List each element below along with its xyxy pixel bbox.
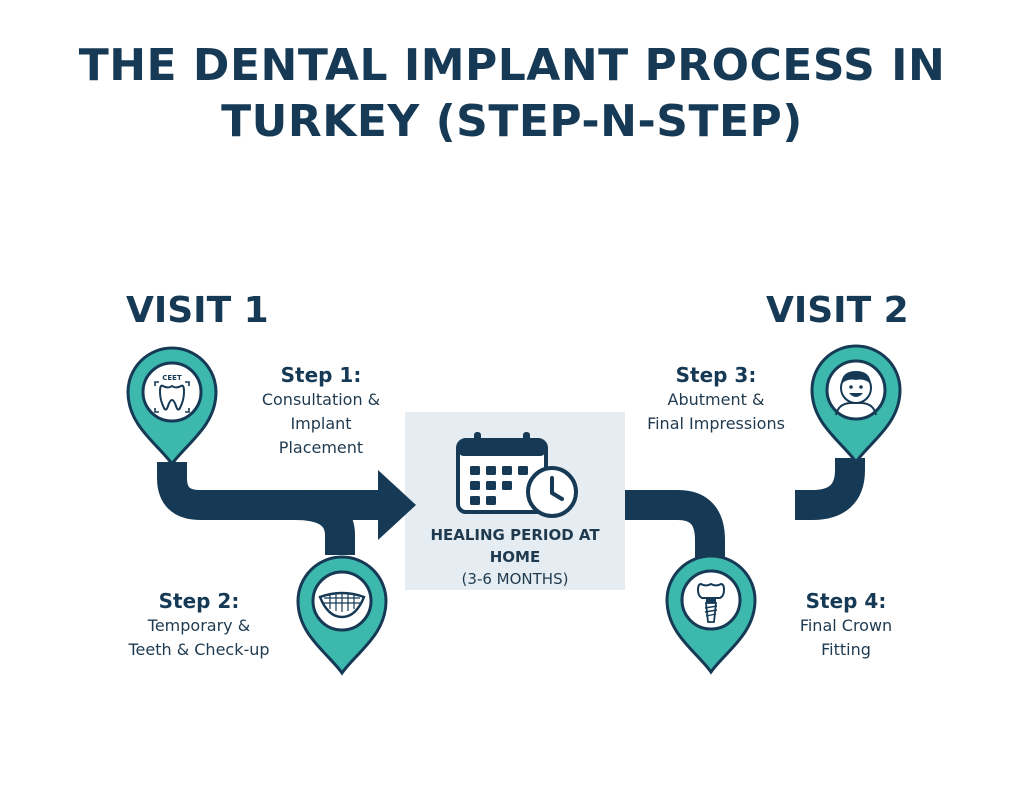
flow-arrow-head: [378, 470, 416, 540]
step-3-line-2: Final Impressions: [647, 414, 785, 433]
flow-path-to-step4: [625, 490, 725, 558]
step-3-pin: [810, 344, 902, 465]
step-4-text: Step 4: Final Crown Fitting: [766, 588, 926, 662]
step-4-line-1: Final Crown: [799, 616, 893, 635]
step-1-line-1: Consultation &: [261, 390, 381, 409]
step-4-pin: [665, 554, 757, 675]
step-3-text: Step 3: Abutment & Final Impressions: [636, 362, 796, 436]
tooth-scan-icon-label: CEET: [162, 374, 182, 382]
flow-path-visit2: [795, 455, 865, 520]
healing-period-label: HEALING PERIOD AT HOME (3-6 MONTHS): [405, 524, 625, 590]
step-2-text: Step 2: Temporary & Teeth & Check-up: [104, 588, 294, 662]
step-1-title: Step 1:: [280, 363, 362, 387]
step-2-title: Step 2:: [158, 589, 240, 613]
title-line-1: THE DENTAL IMPLANT PROCESS IN: [78, 40, 946, 91]
step-2-pin: [296, 555, 388, 676]
page-title: THE DENTAL IMPLANT PROCESS IN TURKEY (ST…: [0, 38, 1024, 150]
smile-teeth-icon: [318, 591, 366, 619]
calendar-clock-icon: [456, 432, 578, 518]
flow-path-branch-step2: [294, 490, 355, 555]
step-2-line-1: Temporary &: [147, 616, 251, 635]
flow-path-visit1: [157, 462, 385, 520]
visit-1-label: VISIT 1: [126, 290, 269, 331]
step-1-pin: CEET: [126, 346, 218, 467]
healing-period-duration: (3-6 MONTHS): [461, 570, 569, 588]
healing-period-title: HEALING PERIOD AT HOME: [430, 526, 600, 566]
step-3-line-1: Abutment &: [667, 390, 765, 409]
visit-2-label: VISIT 2: [766, 290, 909, 331]
title-line-2: TURKEY (STEP-N-STEP): [221, 96, 803, 147]
happy-face-icon: [835, 371, 877, 416]
tooth-scan-icon: CEET: [154, 374, 190, 413]
step-2-line-2: Teeth & Check-up: [128, 640, 270, 659]
step-4-title: Step 4:: [805, 589, 887, 613]
step-4-line-2: Fitting: [821, 640, 871, 659]
step-1-line-3: Placement: [278, 438, 364, 457]
dental-implant-icon: [696, 582, 726, 623]
step-3-title: Step 3:: [675, 363, 757, 387]
step-1-text: Step 1: Consultation & Implant Placement: [236, 362, 406, 460]
step-1-line-2: Implant: [290, 414, 352, 433]
